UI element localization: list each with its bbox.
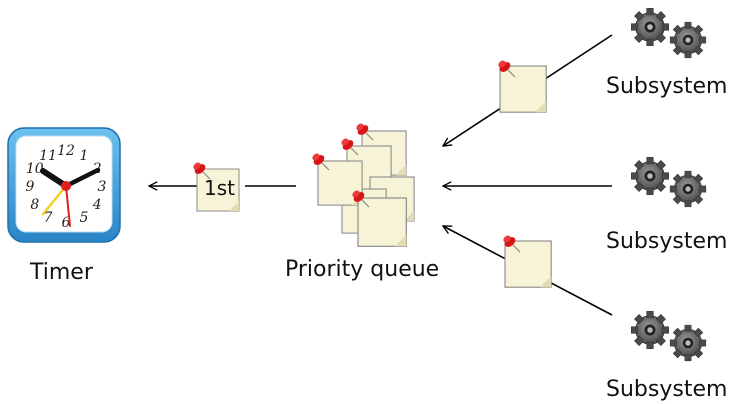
note-bottom-incoming: [501, 233, 552, 288]
gears-icon-bottom: [630, 310, 707, 362]
subsystem-label-middle: Subsystem: [606, 229, 728, 254]
clock-numeral: 4: [92, 197, 102, 213]
timer-label: Timer: [30, 260, 93, 285]
clock-numeral: 11: [39, 148, 57, 164]
clock-numeral: 5: [80, 210, 89, 226]
gears-icon-middle: [630, 156, 707, 208]
first-note-label: 1st: [204, 176, 235, 200]
clock-numeral: 12: [57, 143, 75, 159]
priority-queue-stack: [310, 121, 415, 247]
clock-icon: 121234567891011: [7, 127, 121, 243]
clock-numeral: 1: [80, 148, 89, 164]
arrows: [149, 34, 613, 316]
priority-queue-label: Priority queue: [285, 257, 440, 282]
gears-icon-top: [630, 7, 707, 59]
note-top-incoming: [496, 58, 547, 113]
clock-numeral: 6: [62, 215, 71, 231]
clock-numeral: 8: [30, 197, 39, 213]
clock-numeral: 10: [26, 161, 44, 177]
subsystem-label-top: Subsystem: [606, 74, 728, 99]
clock-numeral: 3: [98, 179, 107, 195]
clock-numeral: 9: [26, 179, 35, 195]
subsystem-label-bottom: Subsystem: [606, 377, 728, 402]
clock-numeral: 7: [44, 210, 53, 226]
